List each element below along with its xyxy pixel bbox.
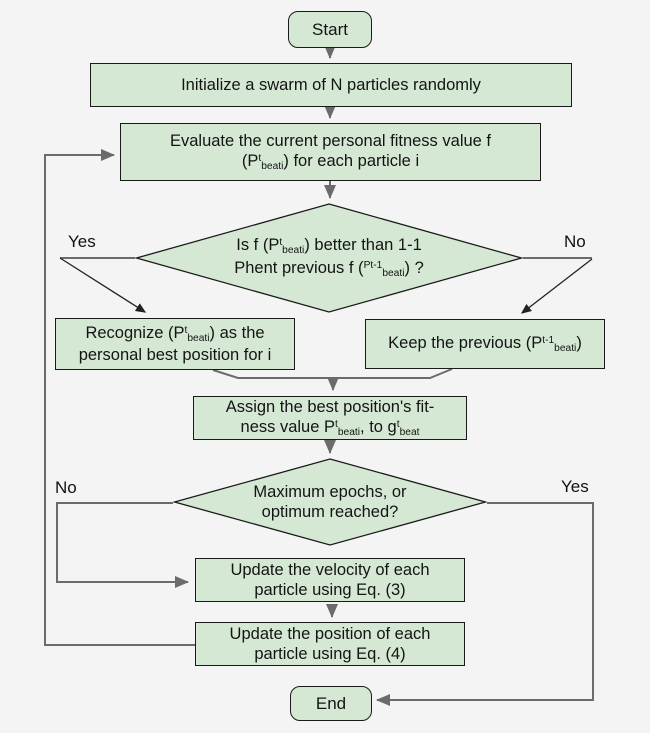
subscript: beati bbox=[382, 267, 405, 279]
superscript: t bbox=[396, 418, 400, 430]
edge-label-no-2: No bbox=[55, 478, 77, 497]
text-fragment: Recognize (P bbox=[85, 323, 185, 342]
connector-merge bbox=[212, 368, 453, 379]
node-text: ness value Ptbeati, to gtbeat bbox=[241, 417, 420, 440]
process-recognize-best: Recognize (Ptbeati) as the personal best… bbox=[55, 318, 295, 370]
node-text: personal best position for i bbox=[78, 346, 272, 365]
node-text: Initialize a swarm of N particles random… bbox=[181, 75, 481, 94]
text-fragment: Keep the previous (P bbox=[388, 333, 543, 352]
decision-text: Maximum epochs, or optimum reached? bbox=[173, 458, 487, 546]
decision-fitness-better: Is f (Ptbeati) better than 1-1 Phent pre… bbox=[135, 203, 523, 313]
superscript: Pt-1 bbox=[363, 259, 383, 271]
process-update-position: Update the position of each particle usi… bbox=[195, 622, 465, 666]
node-text: optimum reached? bbox=[261, 503, 399, 521]
node-text: Keep the previous (Pt-1beati) bbox=[388, 333, 582, 356]
text-fragment: Phent previous f ( bbox=[234, 259, 364, 277]
superscript: t bbox=[335, 418, 338, 430]
connector-no-diagonal-to-keep bbox=[520, 258, 593, 314]
diamond-shape bbox=[135, 203, 523, 313]
process-initialize-swarm: Initialize a swarm of N particles random… bbox=[90, 63, 572, 107]
node-text: Assign the best position's fit- bbox=[225, 397, 435, 416]
superscript: t-1 bbox=[542, 334, 555, 346]
decision-text: Is f (Ptbeati) better than 1-1 Phent pre… bbox=[135, 203, 523, 313]
subscript: beati bbox=[187, 332, 210, 344]
connector-decision2-yes-to-end bbox=[376, 502, 594, 706]
subscript: beati bbox=[337, 426, 361, 438]
text-fragment: ) for each particle i bbox=[283, 151, 420, 170]
process-update-velocity: Update the velocity of each particle usi… bbox=[195, 558, 465, 602]
edge-label-no-1: No bbox=[564, 232, 586, 251]
node-text: Update the velocity of each bbox=[230, 560, 430, 579]
decision-max-epochs: Maximum epochs, or optimum reached? bbox=[173, 458, 487, 546]
superscript: t bbox=[184, 324, 188, 336]
start-label: Start bbox=[312, 19, 348, 39]
text-fragment: ) ? bbox=[404, 259, 424, 277]
end-node: End bbox=[290, 686, 372, 721]
node-text: particle using Eq. (4) bbox=[254, 645, 406, 663]
connector-position-feedback-to-evaluate bbox=[44, 149, 195, 646]
text-fragment: ) better than 1-1 bbox=[304, 236, 422, 255]
process-evaluate-fitness: Evaluate the current personal fitness va… bbox=[120, 123, 541, 181]
superscript: t bbox=[258, 152, 262, 164]
start-node: Start bbox=[288, 11, 372, 48]
text-fragment: ) bbox=[576, 333, 582, 352]
text-fragment: (P bbox=[241, 151, 259, 170]
node-text: Phent previous f (Pt-1beati) ? bbox=[234, 258, 424, 281]
text-fragment: ness value P bbox=[240, 417, 336, 436]
process-keep-previous: Keep the previous (Pt-1beati) bbox=[365, 319, 605, 369]
node-text: Is f (Ptbeati) better than 1-1 bbox=[236, 235, 422, 258]
node-text: (Ptbeati) for each particle i bbox=[242, 151, 419, 174]
connector-yes-diagonal-to-recognize bbox=[59, 257, 147, 313]
subscript: beat bbox=[399, 426, 420, 438]
edge-label-yes-1: Yes bbox=[68, 232, 96, 251]
text-fragment: ) as the bbox=[209, 323, 265, 342]
connector-decision2-no-to-velocity bbox=[56, 502, 189, 588]
process-assign-best: Assign the best position's fit- ness val… bbox=[193, 396, 467, 440]
node-text: Recognize (Ptbeati) as the bbox=[85, 323, 264, 346]
superscript: t bbox=[279, 237, 283, 249]
text-fragment: Is f (P bbox=[236, 236, 280, 255]
node-text: Maximum epochs, or bbox=[253, 482, 407, 501]
node-text: Evaluate the current personal fitness va… bbox=[169, 131, 492, 150]
subscript: beati bbox=[282, 245, 305, 257]
subscript: beati bbox=[554, 342, 577, 354]
node-text: particle using Eq. (3) bbox=[254, 581, 406, 599]
diamond-shape bbox=[173, 458, 487, 546]
text-fragment: , to g bbox=[360, 417, 397, 436]
edge-label-yes-2: Yes bbox=[561, 477, 589, 496]
node-text: Update the position of each bbox=[229, 624, 431, 643]
subscript: beati bbox=[261, 160, 284, 172]
end-label: End bbox=[315, 693, 347, 713]
